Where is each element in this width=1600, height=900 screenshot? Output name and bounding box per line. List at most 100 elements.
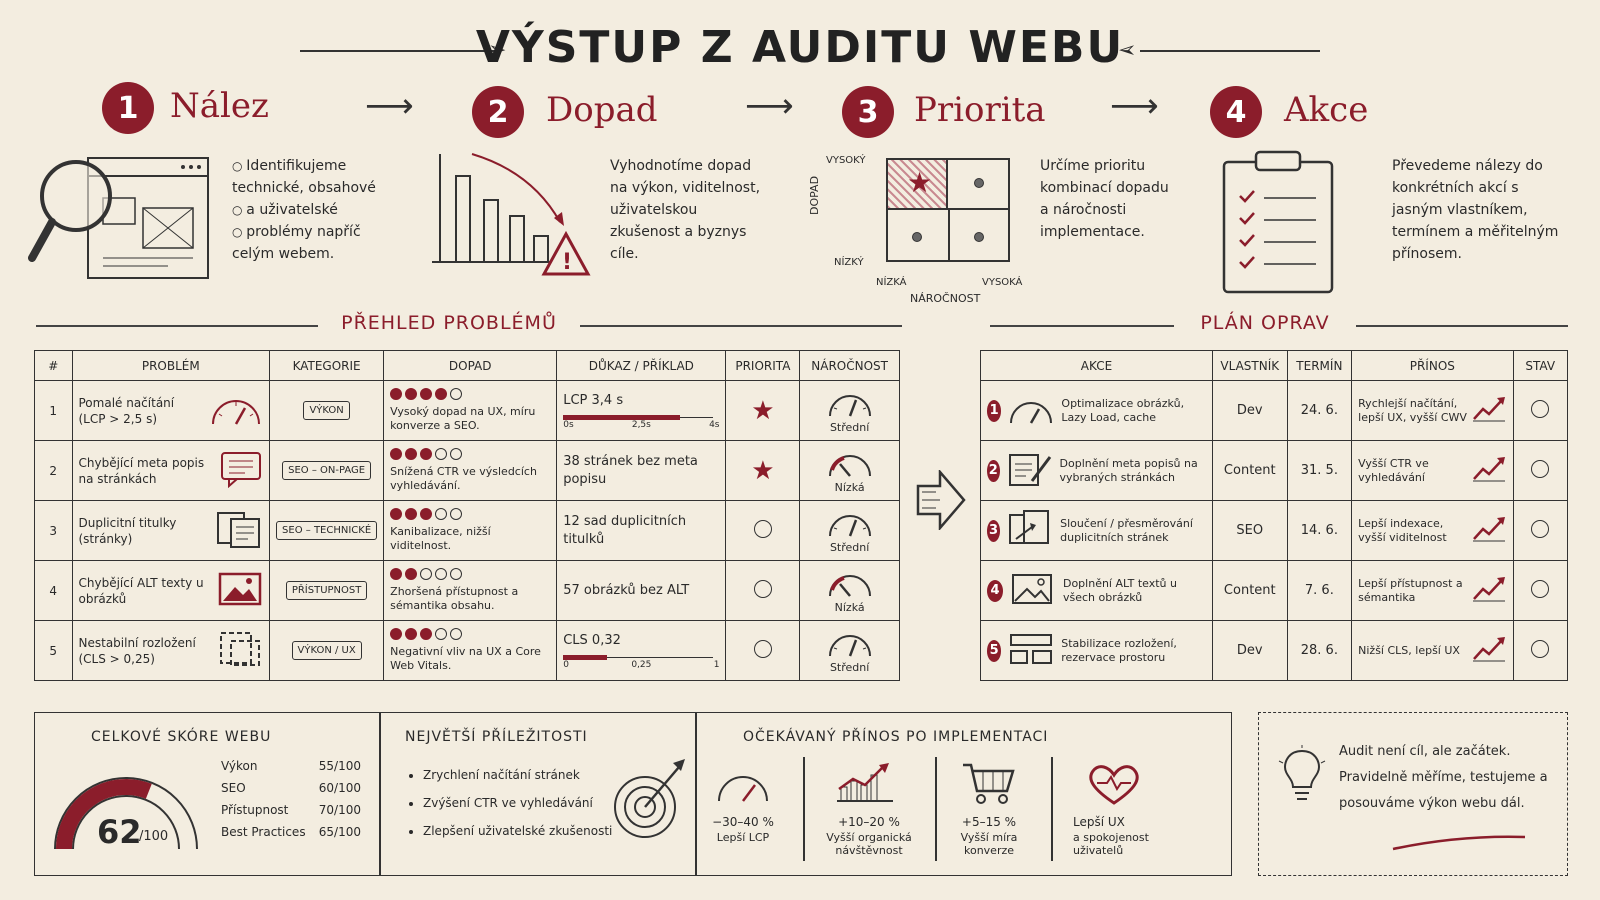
issue-problem: Chybějící ALT texty u obrázků <box>78 575 204 606</box>
matrix-x-axis: NÁROČNOST <box>910 292 981 305</box>
image-icon <box>218 572 262 606</box>
impact-rating <box>390 448 550 463</box>
plan-action: Doplnění meta popisů na vybraných stránk… <box>1059 456 1198 484</box>
rating-dot <box>420 568 433 580</box>
issue-evidence: 57 obrázků bez ALT <box>563 582 690 598</box>
issue-impact-cell: Vysoký dopad na UX, míru konverze a SEO. <box>383 380 558 441</box>
benefit-label: Vyšší organická návštěvnost <box>826 831 912 857</box>
duplicate-pages-icon <box>217 512 261 548</box>
step-1-title: Nález <box>170 86 269 126</box>
issue-problem-cell: Nestabilní rozložení (CLS > 0,25) <box>71 620 271 681</box>
status-checkbox[interactable] <box>1531 640 1550 658</box>
divider <box>695 713 697 875</box>
issue-impact: Negativní vliv na UX a Core Web Vitals. <box>390 645 541 672</box>
divider <box>1356 325 1568 327</box>
arrow-right-icon: ➢ <box>488 38 507 63</box>
issue-number: 1 <box>34 380 73 441</box>
scale-label: 4s <box>709 419 720 430</box>
plan-benefit-cell: Lepší přístupnost a sémantika <box>1351 560 1514 621</box>
trend-up-icon <box>1472 637 1505 662</box>
opportunity-item: Zlepšení uživatelské zkušenosti <box>423 817 612 845</box>
speedometer-icon <box>1010 402 1053 424</box>
plan-benefit-cell: Lepší indexace, vyšší viditelnost <box>1351 500 1514 561</box>
priority-matrix: ★ <box>886 158 1010 262</box>
issue-effort: Střední <box>829 540 870 554</box>
gauge-icon <box>806 508 893 541</box>
status-checkbox[interactable] <box>1531 400 1550 418</box>
col-header: PROBLÉM <box>71 350 271 381</box>
status-checkbox[interactable] <box>1531 460 1550 478</box>
issue-priority-cell: ★ <box>725 380 801 441</box>
gauge-icon <box>806 448 893 481</box>
status-checkbox[interactable] <box>1531 580 1550 598</box>
rating-dot <box>405 508 418 520</box>
table-header-row: # PROBLÉM KATEGORIE DOPAD DŮKAZ / PŘÍKLA… <box>34 350 900 381</box>
declining-chart-icon: ! <box>432 153 591 276</box>
chat-bubble-icon <box>221 452 262 489</box>
rating-dot <box>435 628 448 640</box>
issues-table: # PROBLÉM KATEGORIE DOPAD DŮKAZ / PŘÍKLA… <box>34 350 900 681</box>
issue-number: 2 <box>34 440 73 501</box>
rating-dot <box>435 388 448 400</box>
issue-problem: Nestabilní rozložení (CLS > 0,25) <box>78 635 196 666</box>
issue-number: 4 <box>34 560 73 621</box>
issue-effort: Nízká <box>834 480 865 494</box>
benefit-value: +10–20 % <box>838 815 900 829</box>
lightbulb-icon <box>1278 745 1326 800</box>
arrow-left-icon: ➢ <box>1118 38 1137 63</box>
trend-up-icon <box>1472 517 1505 542</box>
issue-problem-cell: Pomalé načítání (LCP > 2,5 s) <box>71 380 271 441</box>
plan-action: Doplnění ALT textů u všech obrázků <box>1062 576 1177 604</box>
category-tag: VÝKON <box>303 401 350 420</box>
plan-number-badge: 3 <box>987 519 1001 542</box>
rating-dot <box>450 448 463 460</box>
score-title: CELKOVÉ SKÓRE WEBU <box>91 729 272 745</box>
issue-category-cell: PŘÍSTUPNOST <box>269 560 385 621</box>
step-4-title: Akce <box>1284 90 1369 130</box>
rating-dot <box>420 508 433 520</box>
heart-icon <box>1089 765 1139 805</box>
category-tag: SEO – TECHNICKÉ <box>276 521 378 540</box>
gauge-fill <box>56 779 152 850</box>
plan-status-cell <box>1512 560 1568 621</box>
plan-icon <box>1006 451 1054 490</box>
plan-action: Stabilizace rozložení, rezervace prostor… <box>1061 636 1177 664</box>
plan-section-title: PLÁN OPRAV <box>1200 312 1330 334</box>
matrix-x-low: NÍZKÁ <box>876 277 907 288</box>
benefits-title: OČEKÁVANÝ PŘÍNOS PO IMPLEMENTACI <box>743 729 1049 745</box>
matrix-y-axis: DOPAD <box>808 175 821 215</box>
issue-problem: Pomalé načítání (LCP > 2,5 s) <box>78 395 175 426</box>
step-2-text: Vyhodnotíme dopad na výkon, viditelnost,… <box>610 158 761 262</box>
star-icon: ★ <box>751 395 775 426</box>
issue-impact: Kanibalizace, nižší viditelnost. <box>390 525 491 552</box>
arrow-icon: ⟶ <box>745 86 794 126</box>
benefit-label: Vyšší míra konverze <box>960 831 1018 857</box>
plan-icon <box>1007 631 1055 670</box>
table-header-row: AKCE VLASTNÍK TERMÍN PŘÍNOS STAV <box>980 350 1568 381</box>
plan-benefit: Rychlejší načítání, lepší UX, vyšší CWV <box>1358 396 1467 424</box>
image-icon <box>1011 574 1052 604</box>
plan-number-badge: 2 <box>987 459 1000 482</box>
target-icon <box>614 759 685 838</box>
scale-label: 0,25 <box>631 659 652 670</box>
status-checkbox[interactable] <box>1531 520 1550 538</box>
trend-up-icon <box>1471 395 1507 426</box>
star-icon: ★ <box>751 455 775 486</box>
trend-up-icon <box>1471 635 1507 666</box>
plan-owner: Content <box>1211 440 1288 501</box>
speedometer-icon <box>718 776 768 802</box>
note-text: Audit není cíl, ale začátek. Pravidelně … <box>1339 744 1548 811</box>
plan-icon <box>1007 393 1055 428</box>
impact-rating <box>390 628 550 643</box>
